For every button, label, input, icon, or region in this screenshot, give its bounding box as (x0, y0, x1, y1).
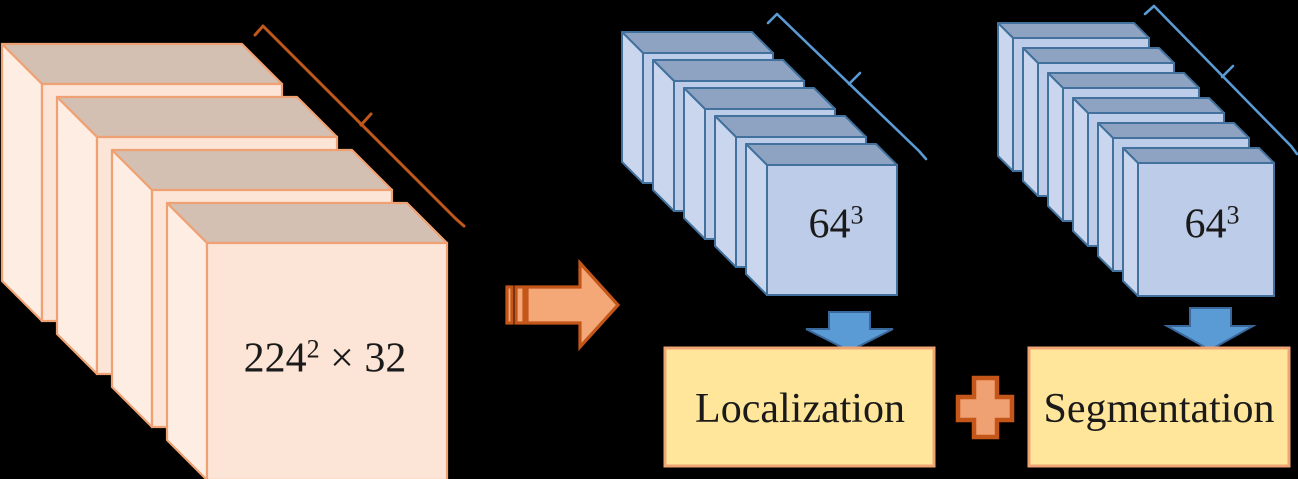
segmentation-box (1027, 346, 1291, 468)
slab-side-face (745, 143, 768, 296)
slab-top-face (745, 143, 898, 166)
input-label-rest: × 32 (319, 335, 407, 382)
slab-side-face (110, 148, 154, 429)
bracket-tick-icon (359, 112, 373, 127)
slab-side-face (1022, 47, 1039, 197)
feature1-dimension-bracket (766, 12, 928, 161)
slab-top-face (621, 31, 774, 54)
slab-top-face (165, 201, 449, 245)
bracket-tick-icon (847, 71, 862, 86)
flow-arrow-icon (505, 258, 621, 352)
flow-arrow-stripe-2 (514, 285, 526, 325)
slab-top-face (110, 148, 394, 192)
feature2-label-exponent: 3 (1226, 200, 1240, 230)
slab-top-face (1022, 47, 1175, 64)
feature-stack-1 (621, 31, 898, 296)
slab-top-face (55, 95, 339, 139)
flow-arrow-stripe-1 (505, 285, 514, 325)
input-label-base: 224 (243, 335, 307, 382)
input-volume-stack (0, 42, 449, 479)
slab-top-face (1047, 72, 1200, 89)
slab-side-face (1047, 72, 1064, 222)
slab-side-face (997, 22, 1014, 172)
slab-top-face (683, 87, 836, 110)
feature2-label: 643 (1184, 200, 1240, 248)
slab-side-face (1097, 122, 1114, 272)
localization-box (663, 346, 936, 468)
slab-side-face (55, 95, 99, 376)
slab-side-face (714, 115, 737, 268)
slab-top-face (714, 115, 867, 138)
flow-arrow-body (525, 258, 621, 352)
bracket-line-icon (253, 24, 466, 228)
feature1-label: 643 (808, 200, 864, 248)
slab-side-face (652, 59, 675, 212)
input-volume-label: 2242 × 32 (243, 334, 407, 382)
feature-stack-2 (997, 22, 1275, 297)
slab-top-face (1072, 97, 1225, 114)
slab-side-face (165, 201, 209, 479)
slab-top-face (652, 59, 805, 82)
slab-side-face (621, 31, 644, 184)
feature2-label-base: 64 (1184, 201, 1227, 248)
slab-front-face (205, 241, 449, 479)
input-label-exponent: 2 (306, 334, 320, 364)
feature2-slab-6 (1122, 147, 1275, 297)
feature2-dimension-bracket (1143, 4, 1298, 156)
slab-top-face (0, 42, 284, 86)
localization-label: Localization (695, 386, 905, 432)
slab-top-face (1097, 122, 1250, 139)
feature1-label-exponent: 3 (850, 200, 864, 230)
slab-top-face (1122, 147, 1275, 164)
down-arrow-2-icon (1163, 307, 1257, 352)
feature1-label-base: 64 (808, 201, 851, 248)
slab-side-face (683, 87, 706, 240)
feature1-slab-5 (745, 143, 898, 296)
bracket-tick-icon (1220, 64, 1235, 79)
bracket-line-icon (766, 12, 928, 161)
input-slab-4 (165, 201, 449, 479)
slab-side-face (1072, 97, 1089, 247)
plus-icon (955, 375, 1015, 440)
slab-side-face (1122, 147, 1139, 297)
down-arrow-1-icon (805, 311, 894, 353)
input-dimension-bracket (253, 24, 466, 228)
segmentation-label: Segmentation (1043, 386, 1275, 432)
slab-side-face (0, 42, 44, 323)
slab-top-face (997, 22, 1150, 39)
slab-front-face (766, 164, 898, 296)
slab-front-face (1137, 162, 1275, 297)
